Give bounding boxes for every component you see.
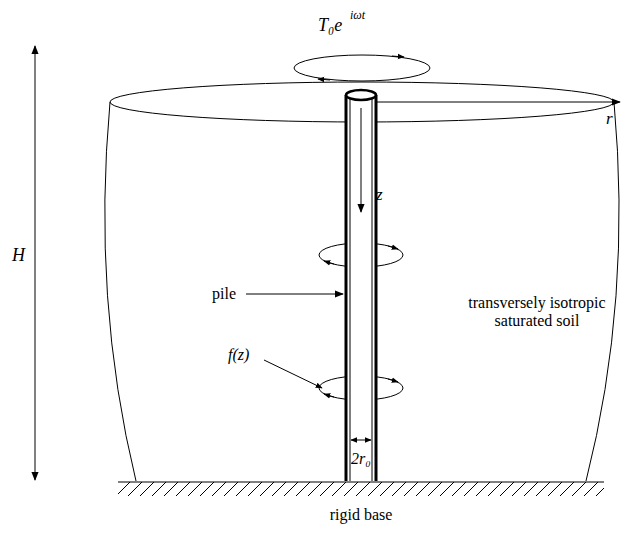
torque-label: T₀e	[318, 16, 342, 36]
axis-label: r	[606, 110, 613, 129]
diameter-dimension	[351, 440, 371, 441]
shear-arrow	[324, 261, 334, 264]
pile-wall-inner	[350, 95, 351, 481]
base-hatching	[118, 482, 604, 496]
rigid-base	[118, 481, 604, 482]
pile-wall-inner	[372, 95, 373, 481]
part-label: pile	[212, 285, 236, 303]
base-label: rigid base	[330, 506, 393, 524]
height-dimension	[35, 46, 36, 480]
torque-loop	[294, 55, 430, 81]
soil-boundary	[586, 102, 619, 481]
r-axis	[376, 102, 620, 103]
pile-body	[346, 95, 376, 481]
pile-leader	[246, 294, 343, 295]
pile-wall	[345, 95, 348, 481]
pile-wall	[375, 95, 378, 481]
fz-leader	[264, 360, 322, 388]
shear-arrow	[324, 394, 334, 397]
dimension-label: H	[12, 246, 25, 266]
shear-arrow	[388, 246, 398, 249]
torque-arrow	[392, 56, 404, 57]
shear-arrow	[388, 379, 398, 382]
torque-arrow	[318, 79, 330, 80]
dimension-label: 2r₀	[351, 450, 371, 468]
z-axis	[361, 108, 362, 212]
load-label: f(z)	[228, 346, 249, 364]
soil-boundary	[105, 102, 136, 481]
pile-head	[346, 90, 376, 100]
torque-exponent: iωt	[350, 9, 365, 22]
axis-label: z	[376, 186, 383, 205]
material-label: transversely isotropic saturated soil	[458, 294, 616, 329]
height-tick	[30, 46, 120, 47]
